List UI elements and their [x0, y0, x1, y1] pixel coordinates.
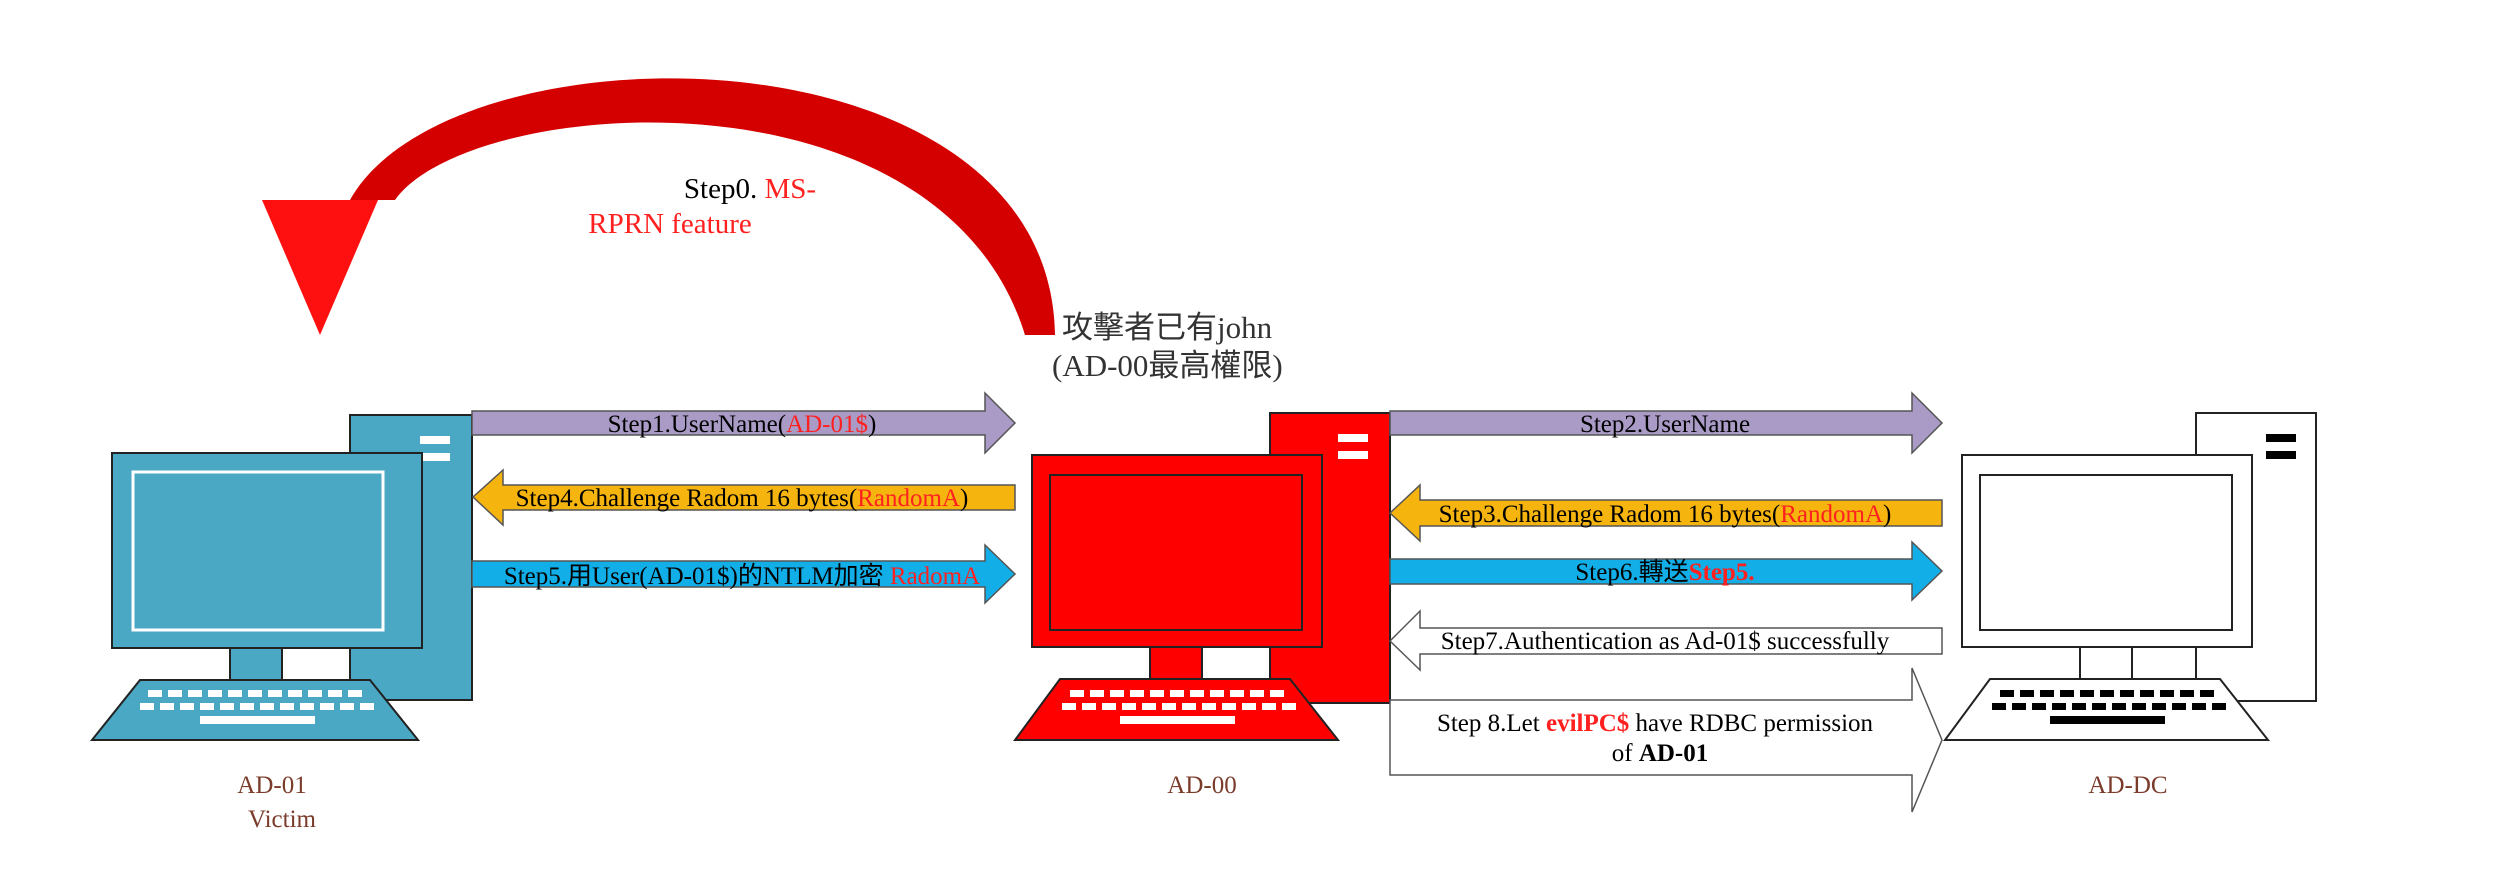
step1-arrow — [471, 391, 1017, 455]
step5-arrow — [471, 543, 1017, 605]
attacker-note-line2: (AD-00最高權限) — [1052, 348, 1283, 383]
step8-label-line2: of AD-01 — [1612, 740, 1709, 767]
victim-computer-icon — [89, 414, 473, 741]
victim-role-label: Victim — [248, 806, 316, 833]
step7-label: Step7.Authentication as Ad-01$ successfu… — [1441, 628, 1890, 655]
step0-curved-arrow — [262, 78, 1055, 335]
step2-label: Step2.UserName — [1580, 411, 1750, 438]
middle-computer-icon — [1013, 412, 1391, 741]
dc-name-label: AD-DC — [2088, 772, 2167, 799]
step0-label-line2: RPRN feature — [588, 208, 752, 240]
step4-arrow — [471, 468, 1016, 527]
step1-label: Step1.UserName(AD-01$) — [608, 411, 877, 438]
step6-label: Step6.轉送Step5. — [1575, 558, 1754, 586]
step2-arrow — [1389, 391, 1944, 455]
step4-label: Step4.Challenge Radom 16 bytes(RandomA) — [516, 485, 969, 512]
victim-name-label: AD-01 — [237, 772, 306, 799]
step0-label: Step0. MS- — [684, 173, 816, 205]
attacker-note-line1: 攻擊者已有john — [1062, 310, 1273, 345]
dc-computer-icon — [1943, 412, 2317, 741]
step3-label: Step3.Challenge Radom 16 bytes(RandomA) — [1439, 501, 1892, 528]
step7-arrow — [1388, 609, 1943, 672]
step6-arrow — [1389, 540, 1944, 602]
middle-name-label: AD-00 — [1167, 772, 1236, 799]
step8-arrow — [1389, 667, 1943, 813]
step5-label: Step5.用User(AD-01$)的NTLM加密 RadomA — [504, 562, 980, 590]
step8-label-line1: Step 8.Let evilPC$ have RDBC permission — [1437, 710, 1874, 737]
step3-arrow — [1388, 483, 1943, 543]
